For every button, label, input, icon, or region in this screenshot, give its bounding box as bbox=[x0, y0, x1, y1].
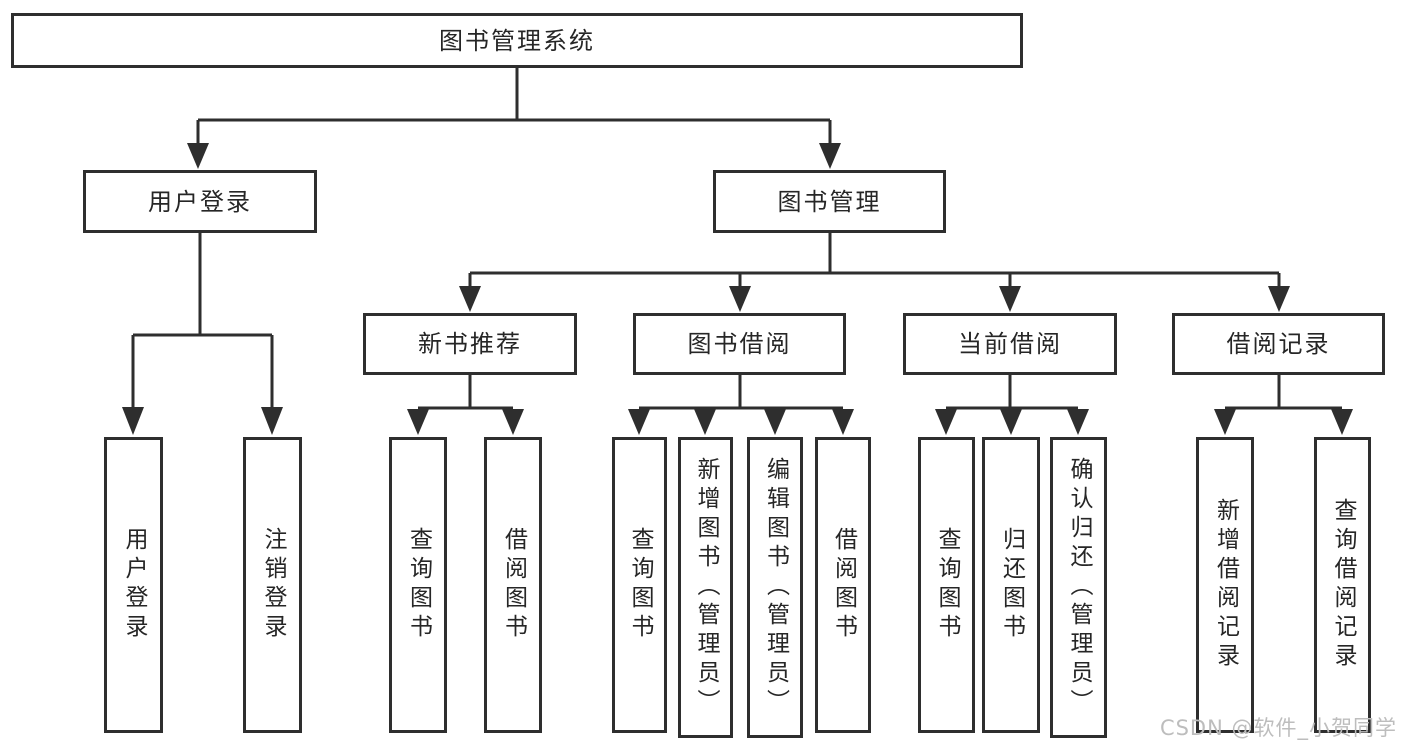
leaf-add-borrow-record: 新增借阅记录 bbox=[1196, 437, 1254, 733]
leaf-query-books-recommend: 查询图书 bbox=[389, 437, 447, 733]
node-book-borrow: 图书借阅 bbox=[633, 313, 846, 375]
leaf-query-borrow-record: 查询借阅记录 bbox=[1314, 437, 1371, 733]
node-book-management: 图书管理 bbox=[713, 170, 946, 233]
leaf-query-books-current: 查询图书 bbox=[918, 437, 975, 733]
node-borrow-records: 借阅记录 bbox=[1172, 313, 1385, 375]
leaf-return-book: 归还图书 bbox=[982, 437, 1040, 733]
csdn-watermark: CSDN @软件_小贺同学 bbox=[1159, 716, 1397, 740]
node-current-borrow: 当前借阅 bbox=[903, 313, 1117, 375]
leaf-edit-book-admin: 编辑图书（管理员） bbox=[747, 437, 803, 738]
node-library-system: 图书管理系统 bbox=[11, 13, 1023, 68]
leaf-logout: 注销登录 bbox=[243, 437, 302, 733]
leaf-confirm-return-admin: 确认归还（管理员） bbox=[1050, 437, 1107, 738]
leaf-borrow-book: 借阅图书 bbox=[815, 437, 871, 733]
leaf-query-books-borrow: 查询图书 bbox=[612, 437, 667, 733]
leaf-borrow-books-recommend: 借阅图书 bbox=[484, 437, 542, 733]
node-new-book-recommend: 新书推荐 bbox=[363, 313, 577, 375]
leaf-add-book-admin: 新增图书（管理员） bbox=[678, 437, 733, 738]
node-user-login: 用户登录 bbox=[83, 170, 317, 233]
leaf-user-login: 用户登录 bbox=[104, 437, 163, 733]
